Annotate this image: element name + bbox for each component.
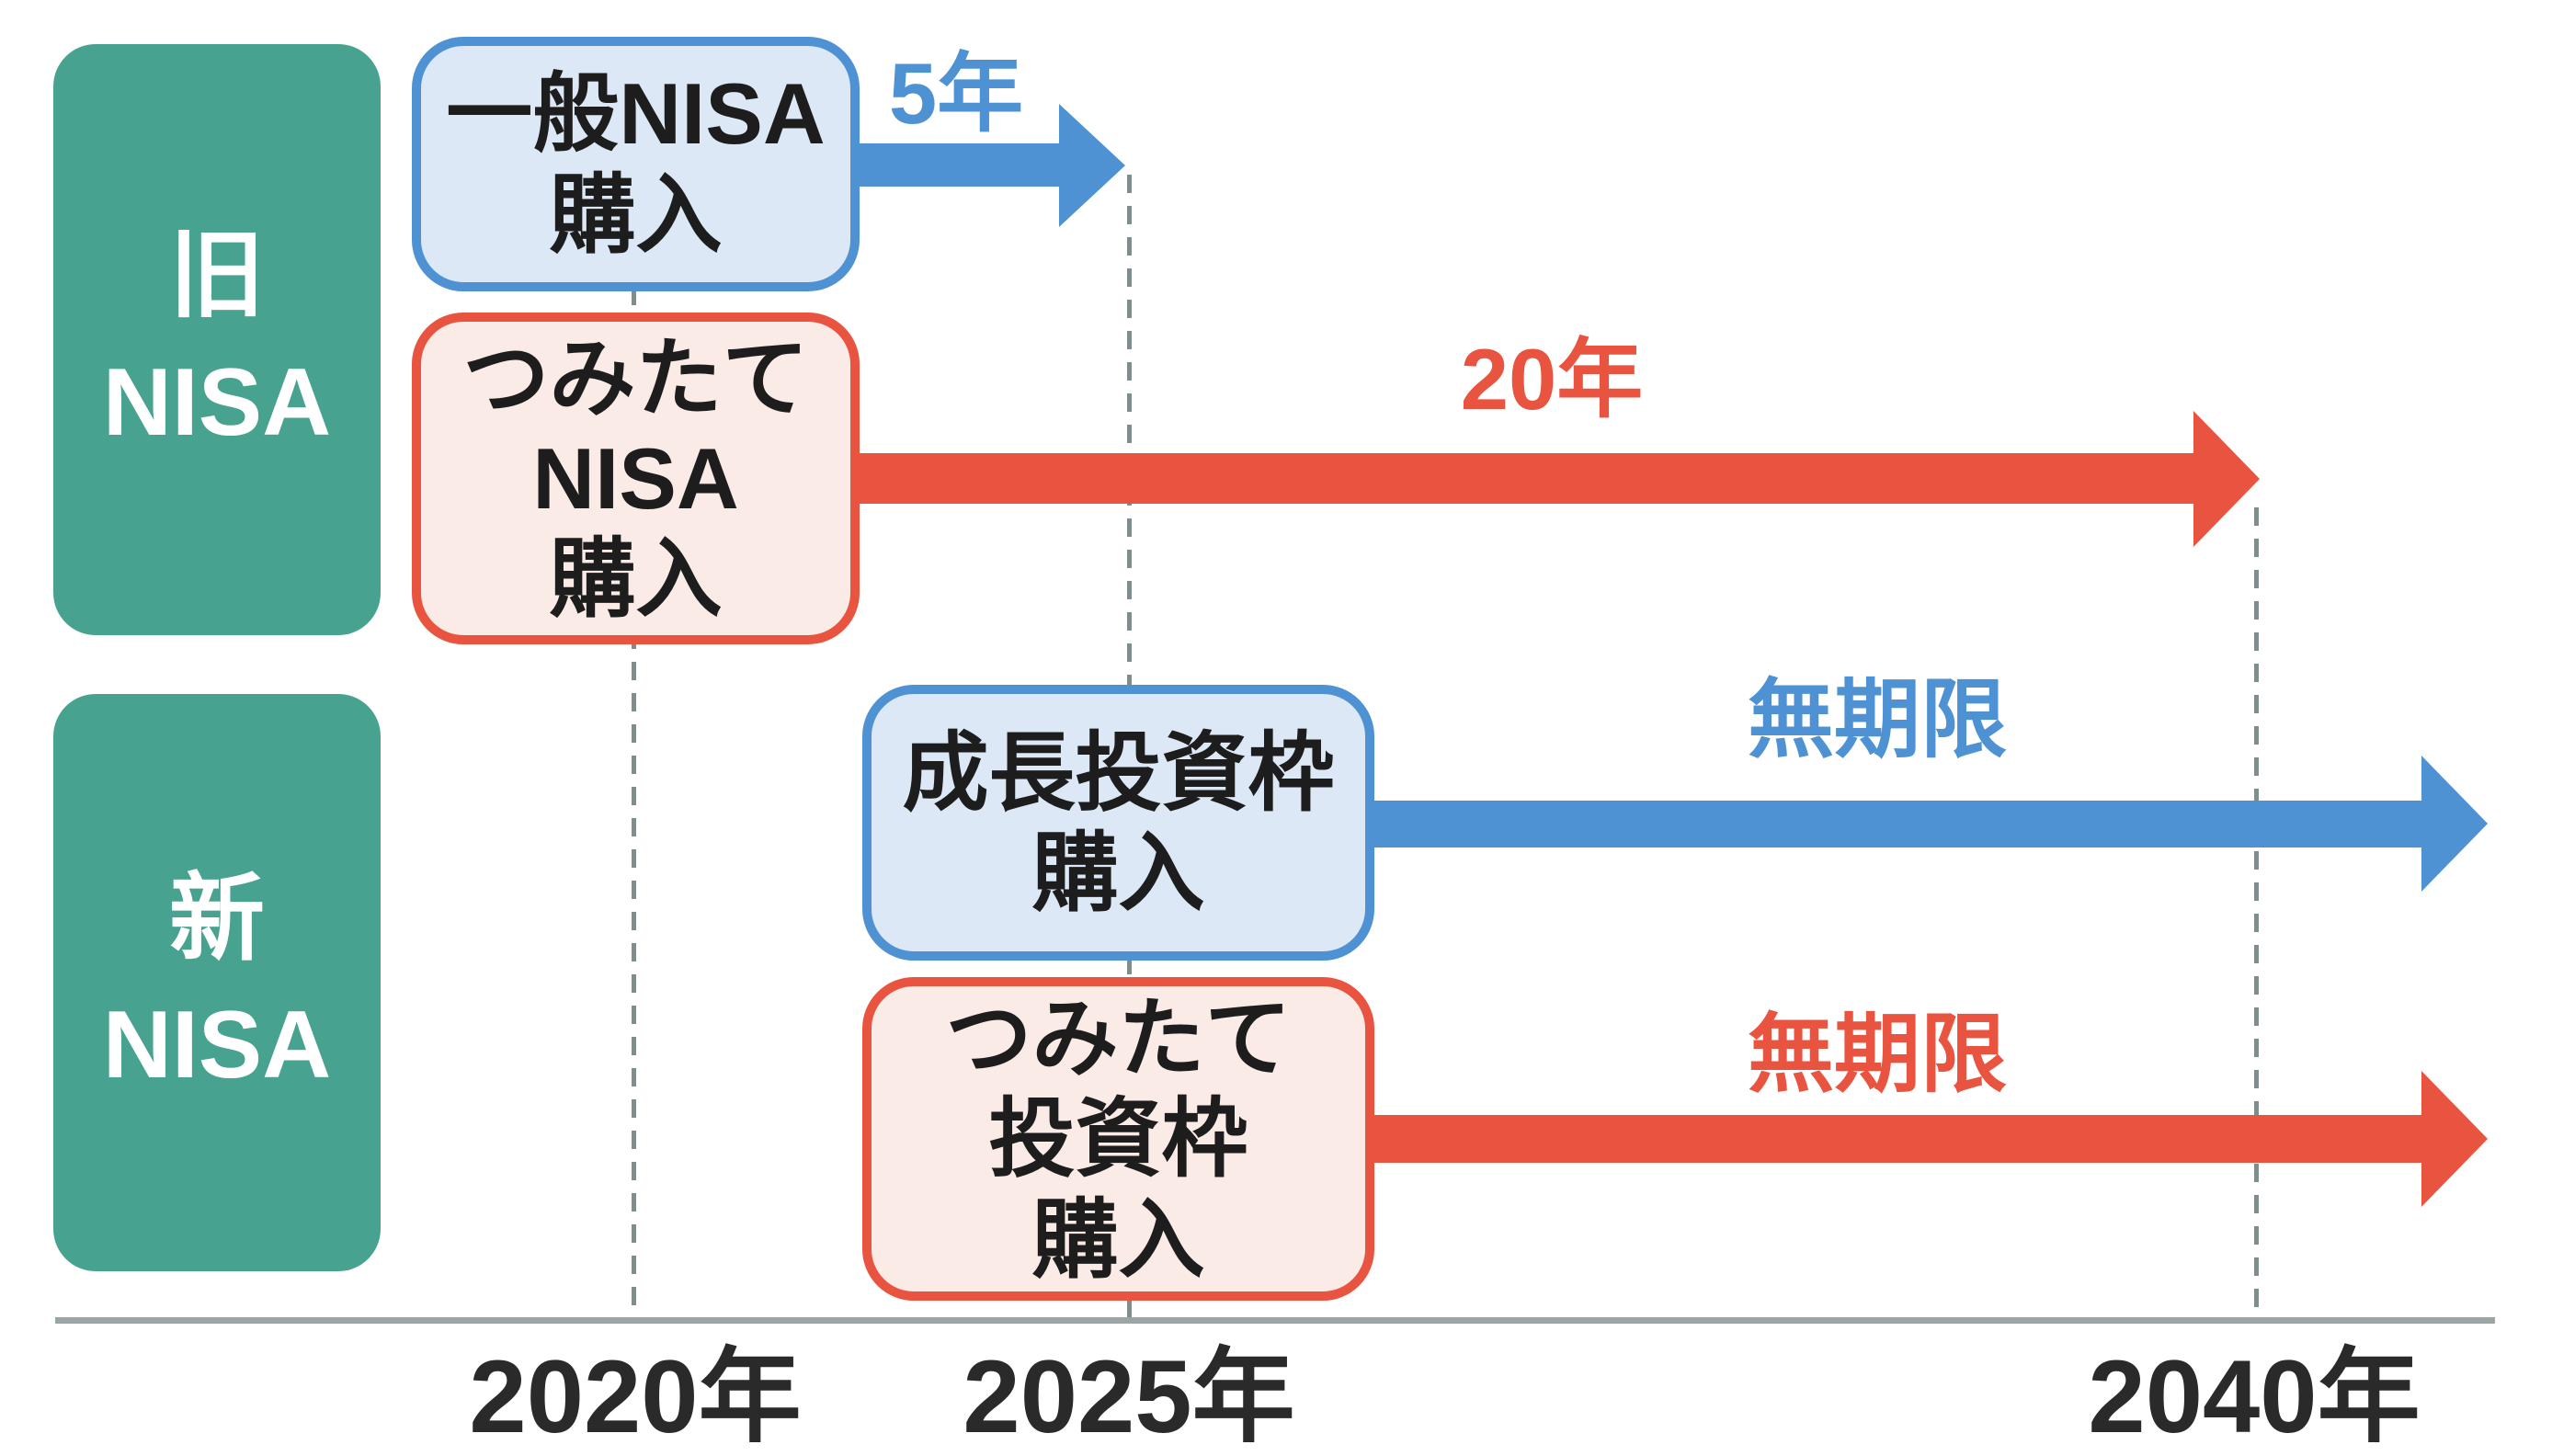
duration-label-20years: 20年	[1460, 331, 1644, 427]
duration-label-unlimited-blue: 無期限	[1747, 671, 2008, 768]
box-label-line: NISA	[532, 429, 739, 527]
arrow-head-icon	[1059, 104, 1125, 227]
duration-label-unlimited-red: 無期限	[1747, 1006, 2008, 1102]
group-label-new-nisa: 新 NISA	[53, 694, 381, 1271]
box-label-line: つみたて	[462, 329, 809, 427]
gridline-2020	[632, 287, 636, 1320]
group-label-line: 新	[168, 865, 265, 973]
box-ippan-nisa-purchase: 一般NISA 購入	[412, 37, 860, 291]
group-label-line: 旧	[168, 222, 265, 330]
box-label-line: 購入	[549, 165, 723, 263]
axis-tick-2025: 2025年	[963, 1339, 1295, 1454]
box-seicho-toshiwaku-purchase: 成長投資枠 購入	[862, 685, 1374, 961]
box-label-line: つみたて	[945, 990, 1292, 1087]
axis-tick-2020: 2020年	[469, 1339, 802, 1454]
box-tsumitate-nisa-purchase: つみたて NISA 購入	[412, 313, 860, 644]
arrow-shaft-ippan-nisa	[855, 143, 1065, 187]
group-label-line: NISA	[102, 992, 332, 1098]
arrow-head-icon	[2193, 411, 2260, 547]
group-label-old-nisa: 旧 NISA	[53, 44, 381, 635]
timeline-axis	[55, 1317, 2495, 1324]
box-tsumitate-toshiwaku-purchase: つみたて 投資枠 購入	[862, 977, 1374, 1301]
group-label-line: NISA	[102, 348, 332, 456]
gridline-2040	[2254, 507, 2259, 1320]
box-label-line: 購入	[1031, 1190, 1205, 1288]
arrow-shaft-tsumitate-nisa	[855, 453, 2195, 504]
box-label-line: 購入	[549, 530, 723, 628]
box-label-line: 成長投資枠	[902, 723, 1335, 821]
box-label-line: 購入	[1031, 825, 1205, 921]
arrow-shaft-seicho-toshiwaku	[1366, 801, 2423, 847]
duration-label-5years: 5年	[888, 45, 1024, 142]
axis-tick-2040: 2040年	[2088, 1339, 2421, 1454]
arrow-head-icon	[2421, 756, 2488, 892]
arrow-head-icon	[2421, 1071, 2488, 1207]
arrow-shaft-tsumitate-toshiwaku	[1366, 1115, 2423, 1163]
box-label-line: 一般NISA	[446, 65, 826, 163]
box-label-line: 投資枠	[988, 1090, 1248, 1188]
